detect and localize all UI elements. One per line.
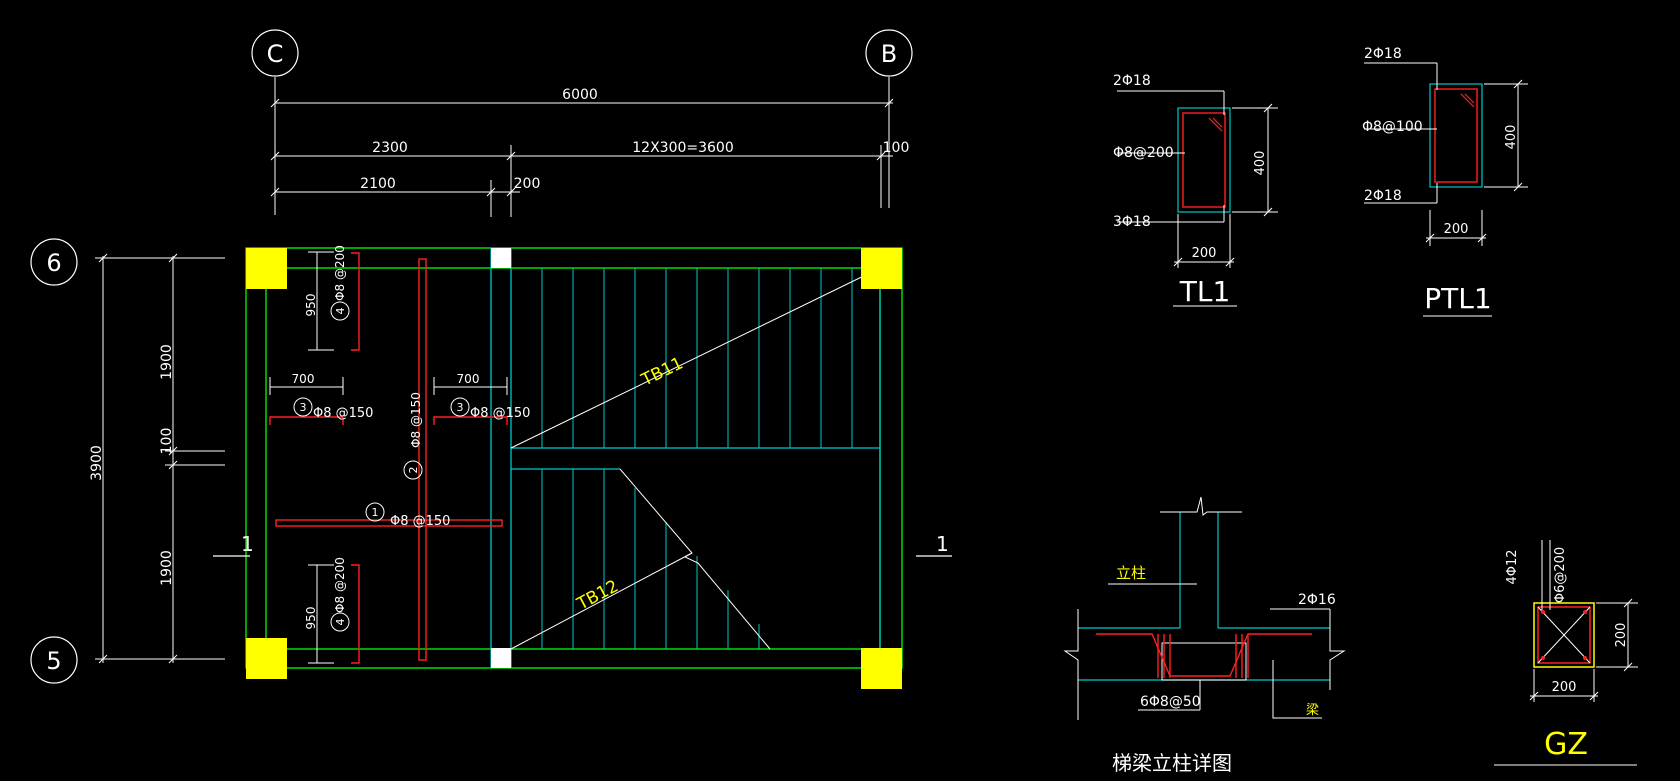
gz-bars: 4Φ12 [1505,549,1520,584]
tl1-width: 200 [1192,246,1217,261]
post-detail-stirrup: 6Φ8@50 [1140,694,1201,710]
post-detail-label-bottom: 梁 [1306,703,1319,718]
tl1-bottom-bars: 3Φ18 [1113,214,1151,230]
ptl1-section [1364,62,1528,317]
post-detail [1063,496,1346,720]
column-top-left [246,248,287,289]
rebar-center-label: Φ8 @150 [409,392,423,448]
post-top [491,248,511,268]
dim-left-total: 3900 [89,445,105,481]
ptl1-height: 400 [1504,125,1519,150]
tl1-top-bars: 2Φ18 [1113,73,1151,89]
axis-label-5: 5 [46,647,61,675]
ptl1-top-bars: 2Φ18 [1364,46,1402,62]
ptl1-stirrup: Φ8@100 [1362,119,1423,135]
axis-label-6: 6 [46,249,61,277]
gz-height: 200 [1614,623,1629,648]
tl1-section [1117,90,1278,307]
rebar-bottom-len: 950 [304,607,318,630]
column-bottom-right [861,648,902,689]
dim-top-gap: 200 [514,176,541,192]
axis-bubbles [30,29,913,684]
column-bottom-left [246,638,287,679]
rebar-left-label: Φ8 @150 [313,406,373,421]
dim-top-left: 2300 [372,140,408,156]
left-dimension-lines [95,253,225,664]
top-dimension-lines [270,77,894,217]
dim-left-upper: 1900 [159,344,175,380]
post-detail-title: 梯梁立柱详图 [1112,751,1232,775]
section-mark-left: 1 [241,532,254,556]
ptl1-bottom-bars: 2Φ18 [1364,188,1402,204]
dim-top-stairs: 12X300=3600 [632,140,734,156]
rebar-left-dim: 700 [292,372,315,386]
gz-title: GZ [1544,727,1588,762]
ptl1-title: PTL1 [1424,282,1491,315]
column-top-right [861,248,902,289]
section-mark-right: 1 [936,532,949,556]
dim-top-inner: 2100 [360,176,396,192]
dim-left-lower: 1900 [159,550,175,586]
rebar-top-len: 950 [304,294,318,317]
post-detail-label-top: 立柱 [1116,564,1146,582]
rebar-horizontal-num: 1 [372,506,379,519]
gz-width: 200 [1552,680,1577,695]
rebar-right-label: Φ8 @150 [470,406,530,421]
dim-left-middle: 100 [159,428,175,455]
plan-columns [246,248,902,689]
rebar-right-dim: 700 [457,372,480,386]
rebar-horizontal-label: Φ8 @150 [390,514,450,529]
rebar-bottom-label: Φ8 @200 [333,557,347,613]
flight-diagonals [510,267,881,650]
rebar-right-num: 3 [457,401,464,414]
gz-stirrup: Φ6@200 [1553,547,1568,603]
rebar-center-num: 2 [407,467,420,474]
post-detail-bars: 2Φ16 [1298,592,1336,608]
dim-top-right: 100 [883,140,910,156]
tl1-title: TL1 [1179,275,1231,308]
axis-label-c: C [267,40,284,68]
ptl1-width: 200 [1444,222,1469,237]
rebar-bottom-num: 4 [334,619,347,626]
lower-flight-treads [541,469,760,649]
gz-section [1494,540,1638,766]
axis-label-b: B [881,40,897,68]
tl1-height: 400 [1253,151,1268,176]
tl1-stirrup: Φ8@200 [1113,145,1174,161]
dim-top-total: 6000 [562,87,598,103]
rebar-top-num: 4 [334,308,347,315]
post-bottom [491,648,511,668]
plan-rebar-dims [269,251,508,664]
rebar-top-label: Φ8 @200 [333,245,347,301]
plan-rebar [269,252,508,664]
rebar-left-num: 3 [300,401,307,414]
